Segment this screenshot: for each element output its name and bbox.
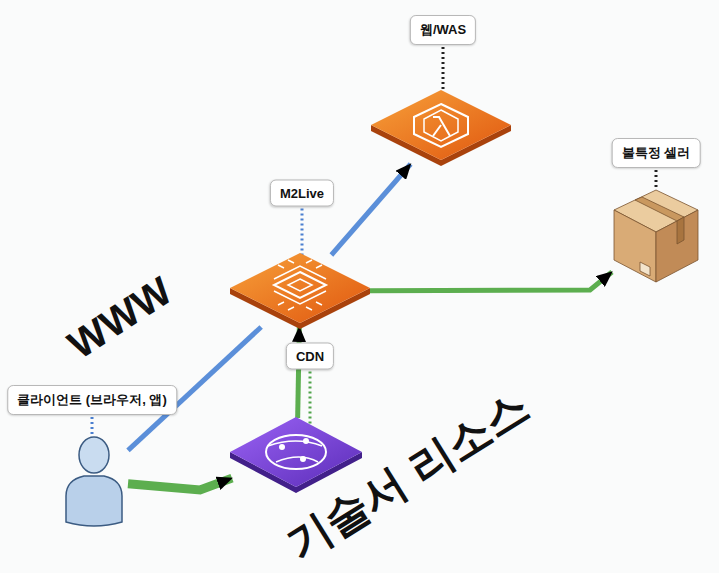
parcel-box-icon bbox=[614, 190, 698, 282]
web-server-node: 웹/WAS bbox=[372, 92, 512, 164]
node-label: 불특정 셀러 bbox=[612, 138, 701, 168]
node-label: M2Live bbox=[270, 180, 334, 207]
processor-icon bbox=[230, 253, 370, 329]
connectors bbox=[128, 164, 612, 490]
connector bbox=[331, 164, 410, 255]
connector bbox=[128, 478, 232, 490]
leader-line bbox=[91, 417, 94, 437]
network-label: WWW bbox=[60, 268, 180, 367]
streaming-node: M2Live bbox=[230, 255, 370, 327]
leader-lines bbox=[92, 47, 656, 437]
user-icon bbox=[66, 437, 122, 526]
connector bbox=[370, 272, 612, 291]
node-label: 클라이언트 (브라우저, 앱) bbox=[7, 385, 177, 415]
leader-line bbox=[309, 372, 312, 426]
connector bbox=[298, 327, 300, 418]
client-node: 클라이언트 (브라우저, 앱) bbox=[62, 434, 128, 528]
seller-node: 불특정 셀러 bbox=[612, 188, 700, 284]
leader-line bbox=[655, 170, 658, 190]
compute-icon bbox=[371, 90, 511, 166]
cdn-node: CDN bbox=[232, 418, 362, 490]
node-label: 웹/WAS bbox=[410, 15, 476, 45]
node-label: CDN bbox=[286, 343, 334, 370]
leader-line bbox=[442, 47, 445, 92]
region-label: 기술서 리소스 bbox=[275, 378, 541, 573]
leader-line bbox=[301, 209, 304, 259]
